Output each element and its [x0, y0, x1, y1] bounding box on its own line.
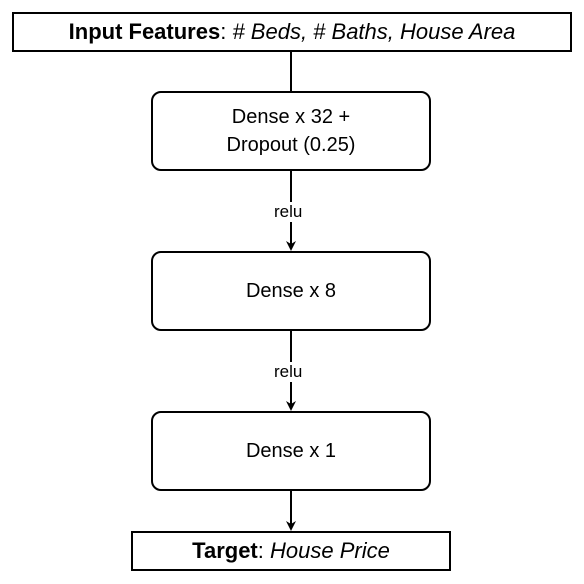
target-text: Target: House Price — [192, 538, 390, 564]
dense-layer-1: Dense x 32 + Dropout (0.25) — [151, 91, 431, 171]
dense-layer-3-text: Dense x 1 — [245, 440, 337, 462]
input-features-text: Input Features: # Beds, # Baths, House A… — [69, 19, 516, 45]
target-separator: : — [257, 538, 270, 563]
input-separator: : — [220, 19, 233, 44]
dense-layer-2-text: Dense x 8 — [245, 280, 337, 302]
dense-layer-1-text: Dense x 32 + Dropout (0.25) — [226, 106, 356, 156]
target-box: Target: House Price — [131, 531, 451, 571]
input-features-box: Input Features: # Beds, # Baths, House A… — [12, 12, 572, 52]
dense-layer-2: Dense x 8 — [151, 251, 431, 331]
target-value: House Price — [270, 538, 390, 563]
dense-layer-3: Dense x 1 — [151, 411, 431, 491]
target-label: Target — [192, 538, 258, 563]
activation-label-1: relu — [272, 202, 305, 222]
input-features-value: # Beds, # Baths, House Area — [232, 19, 516, 44]
activation-label-2: relu — [272, 362, 305, 382]
input-features-label: Input Features — [68, 19, 221, 44]
